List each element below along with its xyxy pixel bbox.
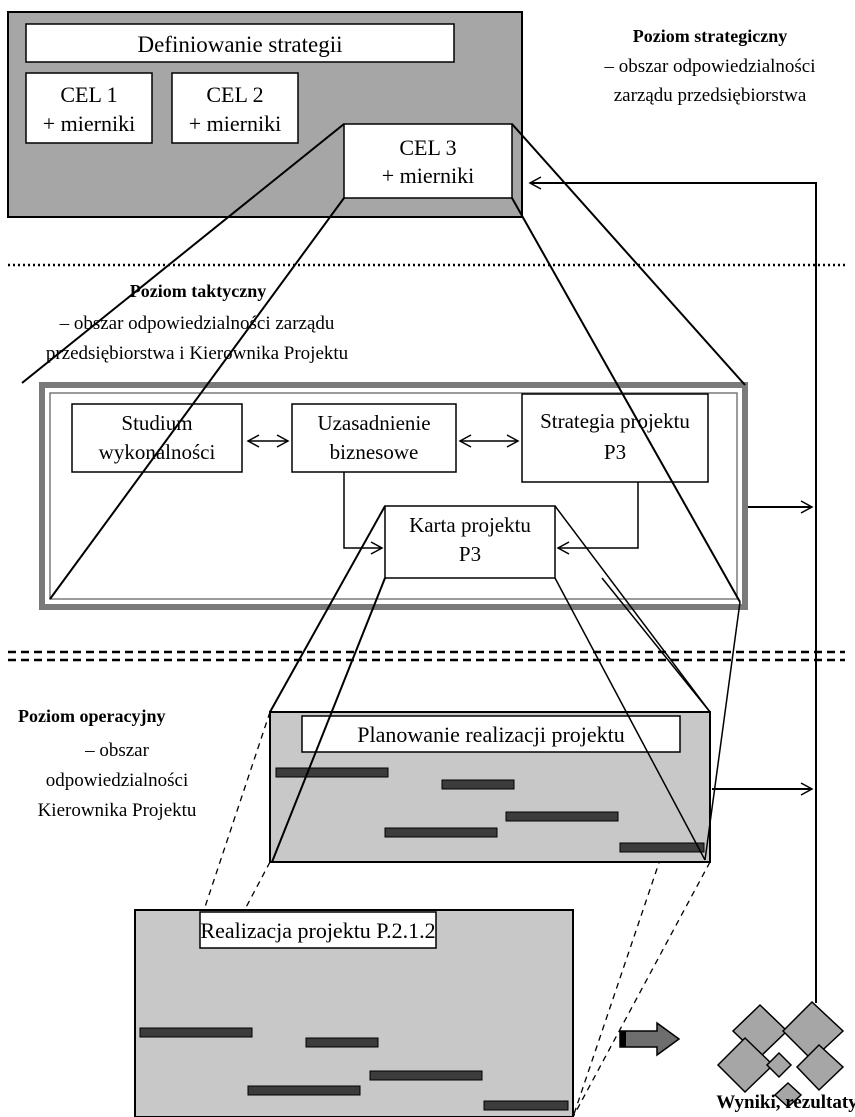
gantt-bar (305, 1037, 379, 1048)
business-case-line2: biznesowe (330, 440, 419, 464)
feedback-arrow (528, 176, 817, 1003)
feasibility-study-box: Studium wykonalności (71, 403, 243, 473)
strategic-level-desc-line1: – obszar odpowiedzialności (603, 56, 815, 77)
gantt-bar (505, 811, 619, 822)
project-charter-box: Karta projektu P3 (384, 505, 556, 579)
tactical-level-title: Poziom taktyczny (130, 281, 266, 301)
strategic-level-desc-line2: zarządu przedsiębiorstwa (614, 85, 807, 106)
execution-gantt (139, 1027, 569, 1111)
gantt-bar (139, 1027, 253, 1038)
planning-title-box: Planowanie realizacji projektu (301, 715, 681, 753)
goal-2-measures: + mierniki (189, 111, 281, 136)
project-strategy-box: Strategia projektu P3 (521, 393, 709, 483)
gantt-bar (247, 1085, 361, 1096)
perspective-line (572, 861, 711, 1117)
gantt-bar (483, 1100, 569, 1111)
gantt-bar (275, 767, 389, 778)
strategy-charter-arrow (556, 482, 639, 555)
funnel-line (554, 505, 711, 713)
business-charter-arrow (343, 472, 384, 555)
strategy-definition-box: Definiowanie strategii (25, 23, 455, 63)
results-icon (716, 1000, 845, 1109)
funnel-line (704, 601, 741, 861)
results-label: Wyniki, rezultaty (716, 1092, 855, 1113)
tactical-frame-inner (49, 392, 738, 600)
goal-1-measures: + mierniki (43, 111, 135, 136)
gantt-bar (384, 827, 498, 838)
funnel-line (554, 577, 706, 861)
gantt-bar (619, 842, 705, 853)
funnel-line (601, 577, 711, 713)
planning-gantt (275, 767, 705, 853)
project-charter-line1: Karta projektu (409, 513, 531, 537)
funnel-line (269, 505, 386, 713)
goal-3-box: CEL 3 + mierniki (343, 123, 513, 199)
goal-1-title: CEL 1 (60, 82, 117, 107)
funnel-line (511, 197, 741, 603)
funnel-line (21, 123, 345, 384)
funnel-line (271, 577, 386, 863)
funnel-line (511, 123, 746, 386)
tactical-level-desc-line1: – obszar odpowiedzialności zarządu (59, 313, 335, 334)
gantt-bar (369, 1070, 483, 1081)
goal-3-title: CEL 3 (399, 135, 456, 160)
feasibility-study-line1: Studium (121, 411, 192, 435)
execution-title-box: Realizacja projektu P.2.1.2 (199, 911, 437, 949)
operational-level-desc-line1: – obszar (84, 740, 150, 761)
execution-title: Realizacja projektu P.2.1.2 (200, 918, 435, 943)
project-strategy-line1: Strategia projektu (540, 409, 690, 433)
operational-level-desc-line3: Kierownika Projektu (38, 800, 197, 821)
strategic-level-title: Poziom strategiczny (633, 26, 787, 46)
goal-3-measures: + mierniki (382, 163, 474, 188)
business-case-line1: Uzasadnienie (317, 411, 430, 435)
project-charter-line2: P3 (459, 542, 481, 566)
goal-2-title: CEL 2 (206, 82, 263, 107)
tactical-level-desc-line2: przedsiębiorstwa i Kierownika Projektu (46, 343, 349, 364)
goal-2-box: CEL 2 + mierniki (171, 72, 299, 144)
goal-1-box: CEL 1 + mierniki (25, 72, 153, 144)
operational-level-desc-line2: odpowiedzialności (46, 770, 188, 791)
operational-level-title: Poziom operacyjny (18, 706, 165, 726)
business-case-box: Uzasadnienie biznesowe (291, 403, 457, 473)
planning-title: Planowanie realizacji projektu (357, 722, 625, 747)
funnel-line (49, 197, 345, 600)
strategy-definition-label: Definiowanie strategii (137, 32, 342, 57)
project-strategy-line2: P3 (604, 440, 626, 464)
results-block-arrow (619, 1021, 681, 1057)
gantt-bar (441, 779, 515, 790)
